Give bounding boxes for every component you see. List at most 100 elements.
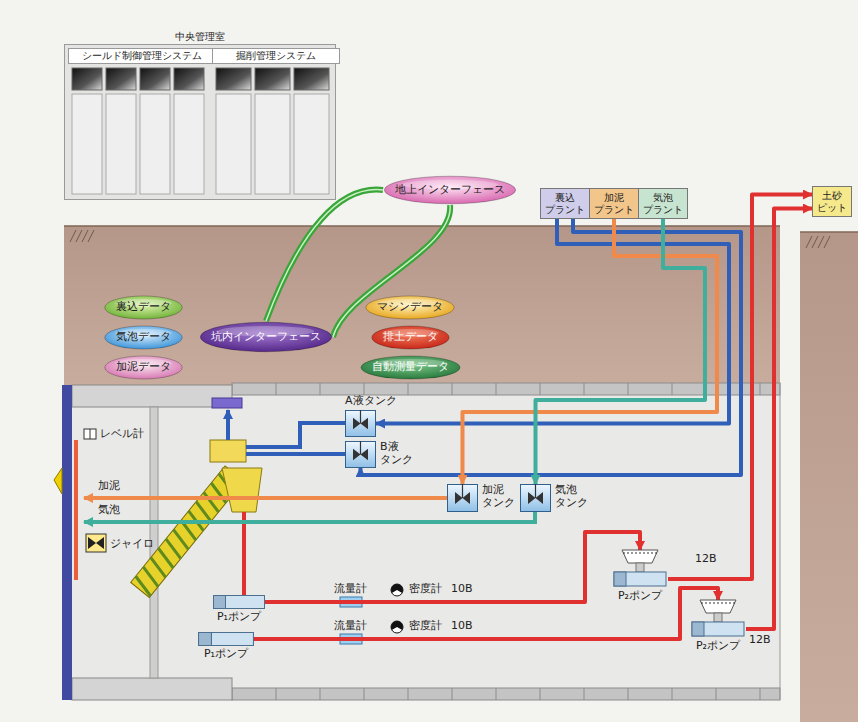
tank-body — [346, 410, 376, 436]
pump-symbol — [690, 600, 746, 638]
tank-symbol — [345, 441, 376, 468]
mixer-blade — [353, 449, 368, 461]
control-room-equipment — [64, 44, 336, 200]
tank-symbol — [447, 484, 478, 512]
pump: P₂ポンプ — [612, 550, 668, 588]
node-label: シールド制御管理システム — [68, 48, 216, 64]
tank-symbol — [345, 410, 376, 437]
ellipse-fill — [384, 176, 515, 204]
shield-machine-part — [62, 385, 72, 700]
tunnel-part — [276, 383, 760, 700]
control-room-equipment-part — [72, 68, 102, 90]
node-label: 気泡 プラント — [643, 192, 683, 215]
pump-motor — [199, 633, 212, 646]
shield-machine-part — [222, 468, 262, 512]
control-room-equipment-part — [294, 68, 329, 90]
mixer-blade — [528, 492, 543, 504]
pipe-size: 10B — [450, 583, 474, 596]
pump: P₁ポンプ — [213, 595, 265, 609]
shield-machine-part — [86, 534, 106, 552]
foam-pipe — [536, 219, 706, 484]
meters-part — [391, 621, 403, 630]
pump-neck — [714, 613, 722, 622]
mixer-blade — [455, 492, 470, 504]
meters-part — [391, 621, 403, 633]
tank: 加泥 タンク — [447, 484, 478, 512]
pump-body — [199, 633, 254, 646]
data-ellipse: 裏込データ — [104, 295, 183, 320]
shield-machine-part — [72, 678, 232, 700]
data-link-highlight — [266, 190, 383, 321]
hopper-screen — [701, 603, 735, 604]
pit-box: 土砂 ピット — [812, 186, 852, 217]
shield-machine-part — [90, 429, 91, 439]
mixer-shaft — [462, 484, 463, 498]
shield-machine-part — [96, 537, 104, 549]
injection-label: 気泡 — [98, 504, 120, 517]
control-room-equipment-part — [64, 44, 336, 200]
pump-body — [214, 596, 265, 609]
ground-part — [800, 231, 858, 233]
pump-body — [692, 622, 744, 636]
pump-symbol — [198, 632, 254, 646]
pump-motor — [692, 622, 704, 636]
ellipse-fill — [104, 326, 181, 349]
tank-body — [346, 441, 376, 467]
ground-part — [70, 230, 94, 242]
grout-injection — [210, 398, 345, 462]
grout-injection-part — [212, 398, 242, 408]
node-label: 坑内インターフェース — [211, 331, 321, 344]
data-ellipse: 排土データ — [371, 325, 450, 350]
shield-machine-part — [242, 512, 246, 595]
node-label: 排土データ — [383, 331, 438, 344]
control-room-equipment-part — [174, 94, 204, 194]
node-label: P₁ポンプ — [204, 648, 248, 661]
injection-pipes-part — [84, 496, 447, 500]
tunnel-part — [232, 688, 780, 700]
hopper-screen — [623, 553, 657, 554]
control-room-equipment-part — [106, 94, 136, 194]
mixer-shaft — [360, 441, 361, 455]
control-room-equipment-part — [140, 68, 170, 90]
tunnel-part — [64, 385, 780, 700]
node-label: 掘削管理システム — [212, 48, 340, 64]
plant-box: 気泡 プラント — [638, 188, 688, 219]
tank: B液 タンク — [345, 441, 376, 468]
hopper — [622, 550, 658, 563]
sensor-label: ジャイロ — [110, 538, 154, 551]
shield-machine-part — [54, 468, 62, 494]
system-panel: 掘削管理システム — [212, 48, 340, 196]
node-label: P₂ポンプ — [696, 640, 740, 653]
meters-part — [391, 584, 403, 593]
shield-machine — [54, 385, 262, 700]
node-label: A液タンク — [345, 395, 397, 408]
grout-injection-part — [210, 440, 246, 462]
plant-box: 加泥 プラント — [589, 188, 639, 219]
node-label: マシンデータ — [377, 301, 443, 314]
node-label: 気泡データ — [116, 331, 171, 344]
tank-symbol — [520, 484, 551, 512]
tank-body — [521, 485, 551, 512]
node-label: 加泥 タンク — [482, 484, 515, 509]
control-room-equipment-part — [72, 94, 102, 194]
shield-machine-part — [84, 429, 96, 439]
pump-motor — [614, 572, 626, 586]
ellipse-fill — [104, 356, 181, 379]
pipe-size: 12B — [694, 553, 718, 566]
node-label: 加泥データ — [116, 361, 171, 374]
grout-pipe — [376, 219, 729, 424]
grout-injection-part — [246, 423, 345, 447]
control-room-equipment-part — [255, 68, 290, 90]
shield-machine-part — [88, 537, 96, 549]
ground-part — [806, 236, 830, 248]
grout-injection-part — [246, 452, 345, 456]
node-label: 裏込データ — [116, 301, 171, 314]
node-label: 気泡 タンク — [555, 484, 588, 509]
tank: A液タンク — [345, 410, 376, 437]
pump-motor — [214, 596, 226, 609]
control-room-equipment-part — [216, 94, 251, 194]
control-room-equipment-part — [294, 94, 329, 194]
node-label: 自動測量データ — [372, 361, 449, 374]
